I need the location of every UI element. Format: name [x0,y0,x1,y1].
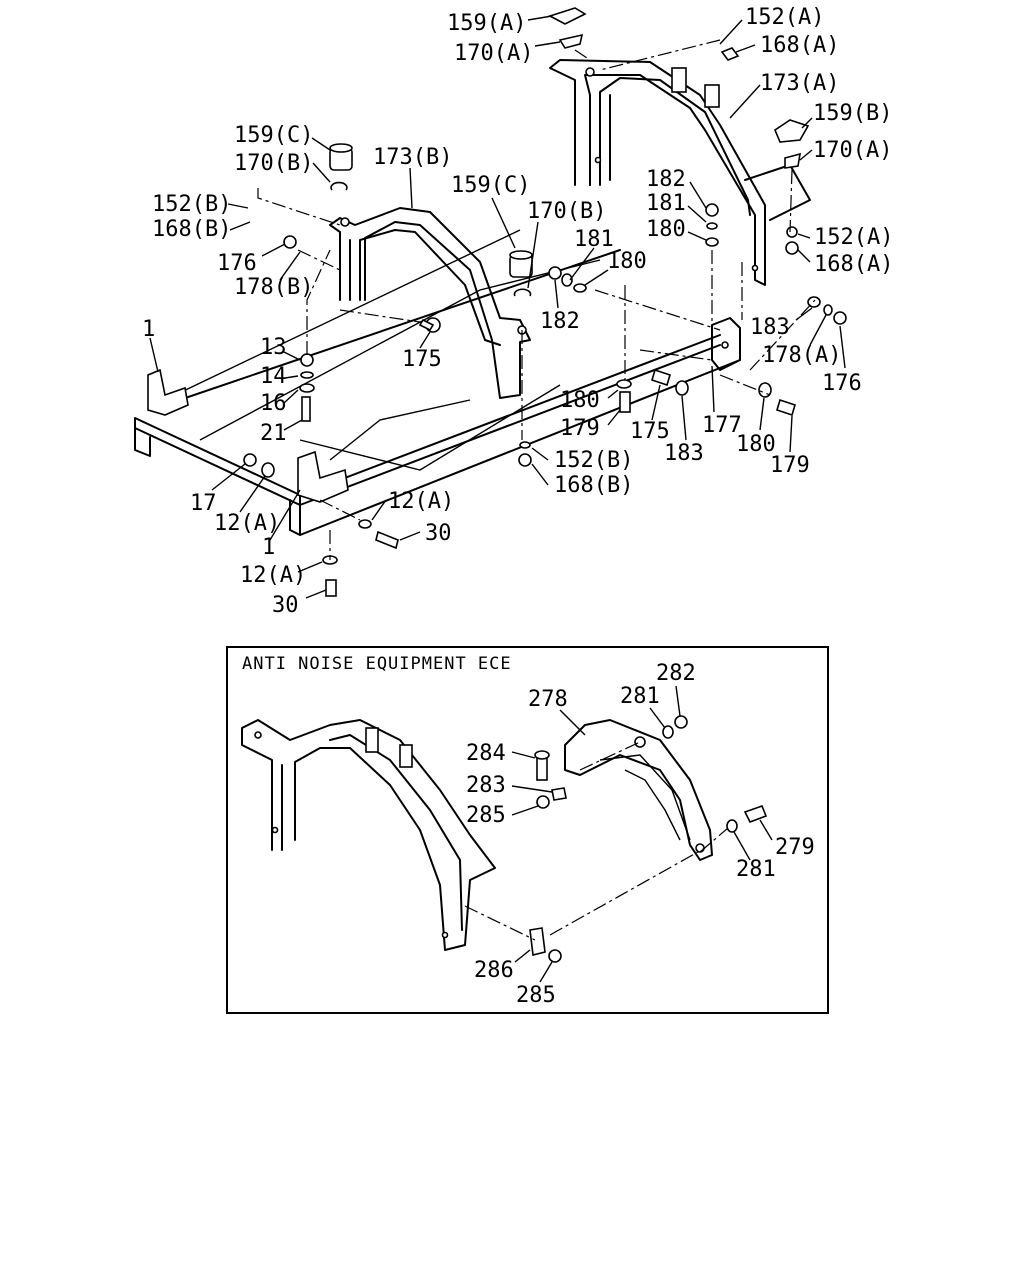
label-14: 14 [260,364,287,389]
label-159C-middle: 159(C) [451,173,530,198]
inset-title: ANTI NOISE EQUIPMENT ECE [242,654,512,674]
label-282: 282 [656,661,696,686]
label-178B: 178(B) [234,275,313,300]
label-285-top: 285 [466,803,506,828]
label-170B-middle: 170(B) [527,199,606,224]
label-170A-right: 170(A) [813,138,892,163]
label-21: 21 [260,421,287,446]
label-12A-right: 12(A) [388,489,454,514]
label-17: 17 [190,491,217,516]
label-284: 284 [466,741,506,766]
label-278: 278 [528,687,568,712]
label-176-right: 176 [822,371,862,396]
label-12A-left: 12(A) [214,511,280,536]
label-281-top: 281 [620,684,660,709]
label-178A: 178(A) [762,343,841,368]
label-181-middle: 181 [574,227,614,252]
label-281-bottom: 281 [736,857,776,882]
label-12A-bottom: 12(A) [240,563,306,588]
label-168A-top: 168(A) [760,33,839,58]
hardware [147,7,847,597]
label-152A-right: 152(A) [814,225,893,250]
center-lines [257,39,816,560]
frame-173A [549,59,811,286]
label-183-right: 183 [750,315,790,340]
label-168B-left: 168(B) [152,217,231,242]
label-173A: 173(A) [760,71,839,96]
label-175-bottom: 175 [630,419,670,444]
label-152B-left: 152(B) [152,192,231,217]
label-279: 279 [775,835,815,860]
label-180-middle: 180 [607,249,647,274]
label-170A-top: 170(A) [454,41,533,66]
label-177: 177 [702,413,742,438]
label-1-left: 1 [142,317,155,342]
label-152B-bottom: 152(B) [554,448,633,473]
label-285-bottom: 285 [516,983,556,1008]
label-1-bottom: 1 [262,535,275,560]
label-182-right: 182 [646,167,686,192]
label-13: 13 [260,335,287,360]
label-183-bottom: 183 [664,441,704,466]
label-170B-left: 170(B) [234,151,313,176]
label-180-right: 180 [646,217,686,242]
label-176-left: 176 [217,251,257,276]
chassis-frame [134,229,741,536]
label-173B: 173(B) [373,145,452,170]
label-168B-bottom: 168(B) [554,473,633,498]
label-181-right: 181 [646,191,686,216]
label-286: 286 [474,958,514,983]
label-16: 16 [260,391,287,416]
label-182-middle: 182 [540,309,580,334]
label-179-bottom: 179 [560,416,600,441]
label-179-bottom-2: 179 [770,453,810,478]
bracket-177 [711,317,741,371]
label-152A-top: 152(A) [745,5,824,30]
label-30-right: 30 [425,521,452,546]
label-159B: 159(B) [813,101,892,126]
leader-lines [149,15,846,599]
inset-anti-noise: ANTI NOISE EQUIPMENT ECE [226,646,829,1014]
label-159C-left: 159(C) [234,123,313,148]
frame-173B [329,207,531,399]
label-180-bottom-2: 180 [736,432,776,457]
label-283: 283 [466,773,506,798]
label-159A: 159(A) [447,11,526,36]
label-180-bottom: 180 [560,388,600,413]
main-labels: 159(A) 152(A) 170(A) 168(A) 173(A) 159(B… [142,5,893,618]
label-175-left: 175 [402,347,442,372]
label-168A-right: 168(A) [814,252,893,277]
label-30-bottom: 30 [272,593,299,618]
